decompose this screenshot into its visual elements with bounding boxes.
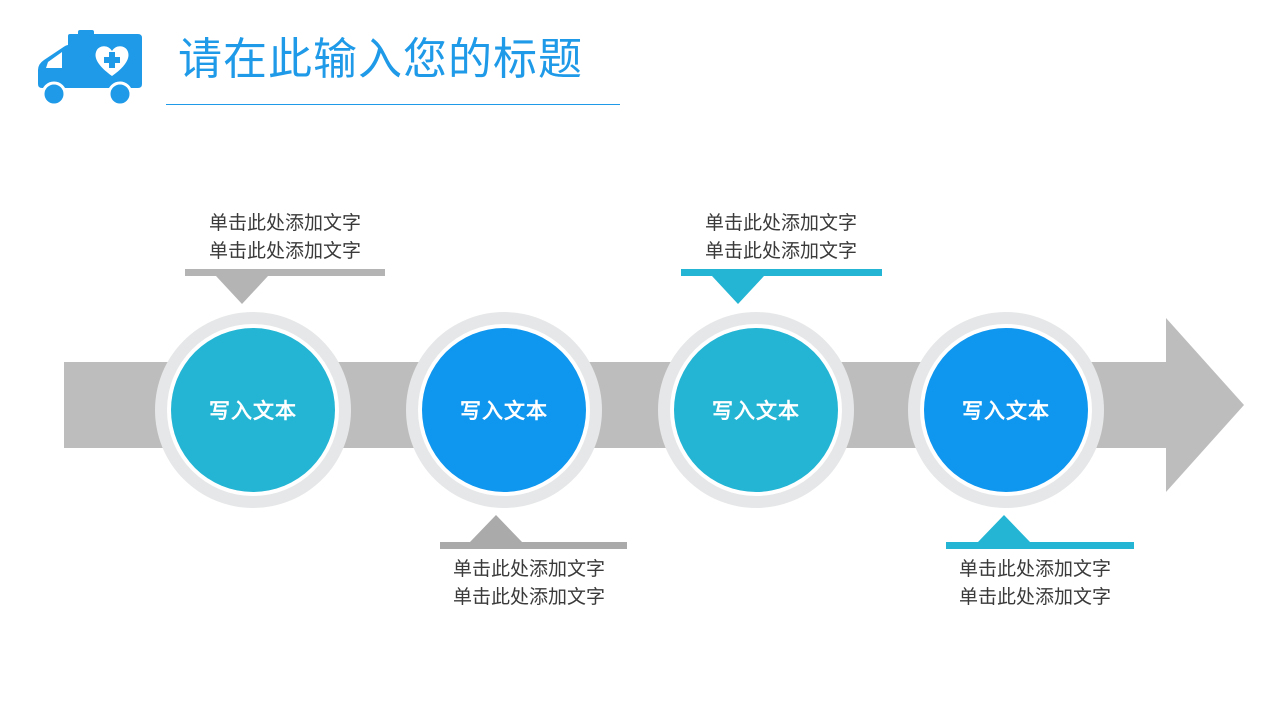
callout-pointer-1 — [216, 276, 268, 304]
step-label: 写入文本 — [674, 328, 838, 492]
callout-line: 单击此处添加文字 — [958, 586, 1111, 608]
step-circle-3[interactable]: 写入文本 — [658, 312, 854, 508]
step-label: 写入文本 — [171, 328, 335, 492]
step-circle-1[interactable]: 写入文本 — [155, 312, 351, 508]
callout-pointer-3 — [712, 276, 764, 304]
step-circle-4[interactable]: 写入文本 — [908, 312, 1104, 508]
step-circle-2[interactable]: 写入文本 — [406, 312, 602, 508]
callout-line: 单击此处添加文字 — [452, 558, 605, 580]
callout-line: 单击此处添加文字 — [958, 558, 1111, 580]
callout-bar-3 — [681, 269, 882, 276]
step-label: 写入文本 — [924, 328, 1088, 492]
page-title: 请在此输入您的标题 — [178, 34, 583, 85]
callout-bar-2 — [440, 542, 627, 549]
callout-line: 单击此处添加文字 — [208, 212, 361, 234]
callout-bar-4 — [946, 542, 1134, 549]
callout-bar-1 — [185, 269, 385, 276]
callout-line: 单击此处添加文字 — [208, 240, 361, 262]
callout-line: 单击此处添加文字 — [452, 586, 605, 608]
callout-pointer-2 — [470, 515, 522, 542]
callout-text-3[interactable]: 单击此处添加文字 单击此处添加文字 — [671, 209, 891, 265]
ambulance-heart-icon — [38, 30, 142, 107]
callout-line: 单击此处添加文字 — [704, 212, 857, 234]
callout-line: 单击此处添加文字 — [704, 240, 857, 262]
step-label: 写入文本 — [422, 328, 586, 492]
callout-text-4[interactable]: 单击此处添加文字 单击此处添加文字 — [925, 555, 1145, 611]
callout-text-2[interactable]: 单击此处添加文字 单击此处添加文字 — [419, 555, 639, 611]
callout-pointer-4 — [978, 515, 1030, 542]
title-underline — [166, 104, 620, 105]
callout-text-1[interactable]: 单击此处添加文字 单击此处添加文字 — [175, 209, 395, 265]
